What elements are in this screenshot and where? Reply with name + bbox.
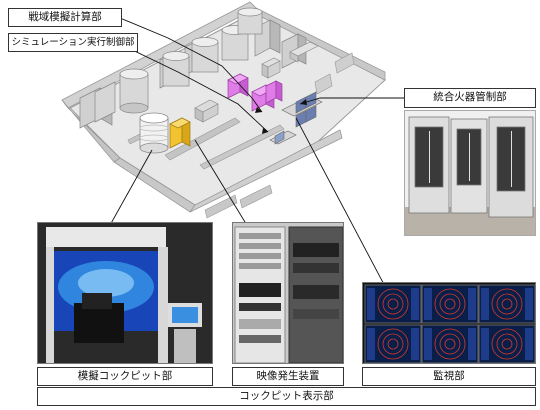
wall-piece-front (204, 194, 238, 219)
front-wall-right (189, 129, 343, 213)
leader-lines (84, 17, 410, 293)
label-cockpit-display: コックピット表示部 (37, 387, 536, 406)
cabinet-illustration (405, 116, 535, 235)
label-fire-control: 統合火器管制部 (404, 88, 536, 108)
desks (194, 41, 319, 123)
cockpit-simulator-photo (37, 222, 213, 364)
cockpit-dome (139, 112, 169, 154)
partition-wall-1 (164, 117, 241, 161)
rack-illustration (233, 223, 343, 363)
radar-screen (478, 324, 535, 363)
wall-piece-front2 (239, 184, 273, 209)
arrow-heads (255, 99, 307, 134)
partition-wall-2 (199, 124, 285, 170)
monitoring-photo (362, 282, 536, 364)
radar-screen (364, 324, 422, 363)
radar-screen (478, 284, 535, 324)
yellow-cabinet (169, 117, 191, 149)
video-generator-photo (232, 222, 344, 364)
radar-screen (421, 284, 479, 324)
fire-control-photo (404, 110, 536, 236)
label-video-generator: 映像発生装置 (232, 367, 344, 386)
cockpit-illustration (38, 223, 212, 363)
radar-screen (421, 324, 479, 363)
wall-piece-top (334, 52, 355, 74)
radar-screens (364, 284, 535, 363)
label-cockpit-simulator: 模擬コックピット部 (37, 367, 213, 386)
label-battle-simulation: 戦域模擬計算部 (8, 8, 122, 27)
label-simulation-execution: シミュレーション実行制御部 (8, 33, 138, 52)
radar-screen (364, 284, 422, 324)
cylinder-computers (119, 7, 263, 114)
label-monitoring: 監視部 (362, 367, 536, 386)
wall-piece-right (314, 73, 333, 95)
fire-control-cabinets (227, 73, 283, 112)
